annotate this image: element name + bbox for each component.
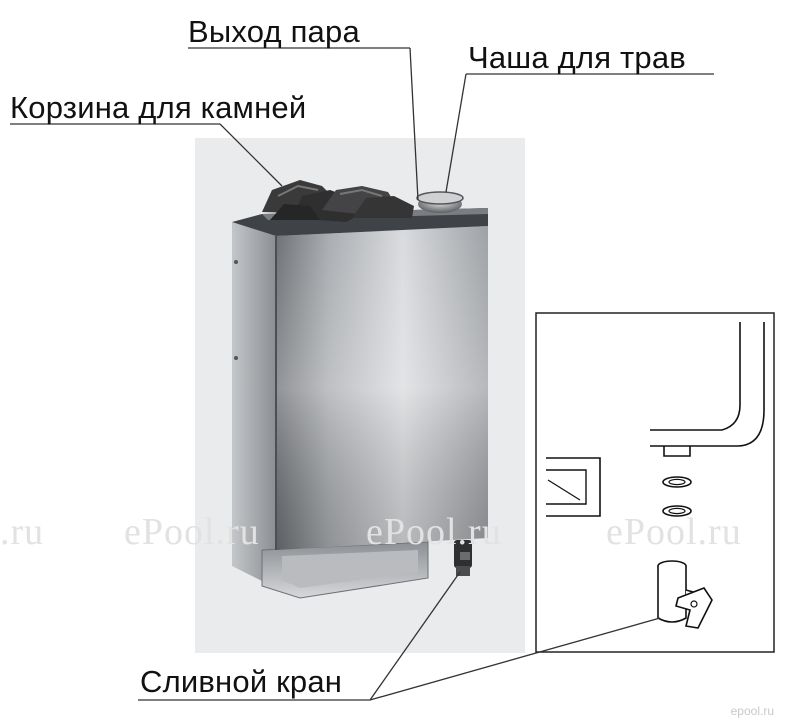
inset-heater-wall-inner bbox=[650, 322, 765, 447]
inset-valve-handle bbox=[675, 587, 713, 629]
leader-steam bbox=[409, 47, 419, 201]
leader-bowl bbox=[445, 73, 467, 193]
inset-detail bbox=[535, 312, 775, 653]
label-herb-bowl: Чаша для трав bbox=[468, 40, 686, 75]
side-screw bbox=[234, 260, 238, 264]
gasket-ring-1 bbox=[662, 476, 692, 488]
herb-bowl-rim bbox=[416, 191, 464, 205]
gasket-ring-1-inner bbox=[668, 478, 686, 486]
leader-lines bbox=[10, 47, 714, 701]
label-stone-basket: Корзина для камней bbox=[10, 90, 307, 125]
heater-front-sheen bbox=[276, 226, 488, 550]
inset-valve-screw bbox=[690, 600, 698, 608]
leader-basket bbox=[219, 123, 283, 187]
watermark: ePool.ru bbox=[606, 511, 742, 553]
stone-highlight bbox=[339, 188, 383, 197]
stone bbox=[352, 196, 414, 218]
side-screw bbox=[234, 356, 238, 360]
drain-valve-part bbox=[454, 540, 472, 576]
leader-valve-1 bbox=[369, 571, 461, 701]
leader-valve-2 bbox=[369, 617, 661, 701]
watermark: ePool.ru bbox=[366, 511, 502, 553]
watermark: .ru bbox=[0, 511, 45, 553]
inset-heater-wall bbox=[650, 322, 741, 431]
inset-tray-diagonal bbox=[547, 479, 581, 501]
inset-outlet bbox=[663, 446, 691, 457]
stone bbox=[270, 204, 320, 220]
stone-highlight bbox=[277, 184, 319, 197]
herb-bowl-part bbox=[416, 191, 464, 213]
stone-basket bbox=[262, 180, 414, 222]
gasket-ring-2-inner bbox=[668, 507, 686, 515]
heater-side-panel bbox=[232, 222, 276, 588]
label-steam-outlet: Выход пара bbox=[188, 14, 360, 49]
site-logo: epool.ru bbox=[730, 704, 774, 718]
gasket-ring-2 bbox=[662, 505, 692, 517]
valve-handle bbox=[460, 552, 470, 560]
valve-nut bbox=[456, 566, 470, 576]
inset-frame bbox=[535, 312, 775, 653]
label-drain-valve: Сливной кран bbox=[140, 664, 343, 699]
watermark: ePool.ru bbox=[124, 511, 260, 553]
inset-tray-inner bbox=[546, 469, 587, 505]
inset-tray bbox=[546, 457, 601, 517]
bottom-tray-inner bbox=[282, 550, 418, 588]
inset-valve-body bbox=[657, 566, 687, 623]
